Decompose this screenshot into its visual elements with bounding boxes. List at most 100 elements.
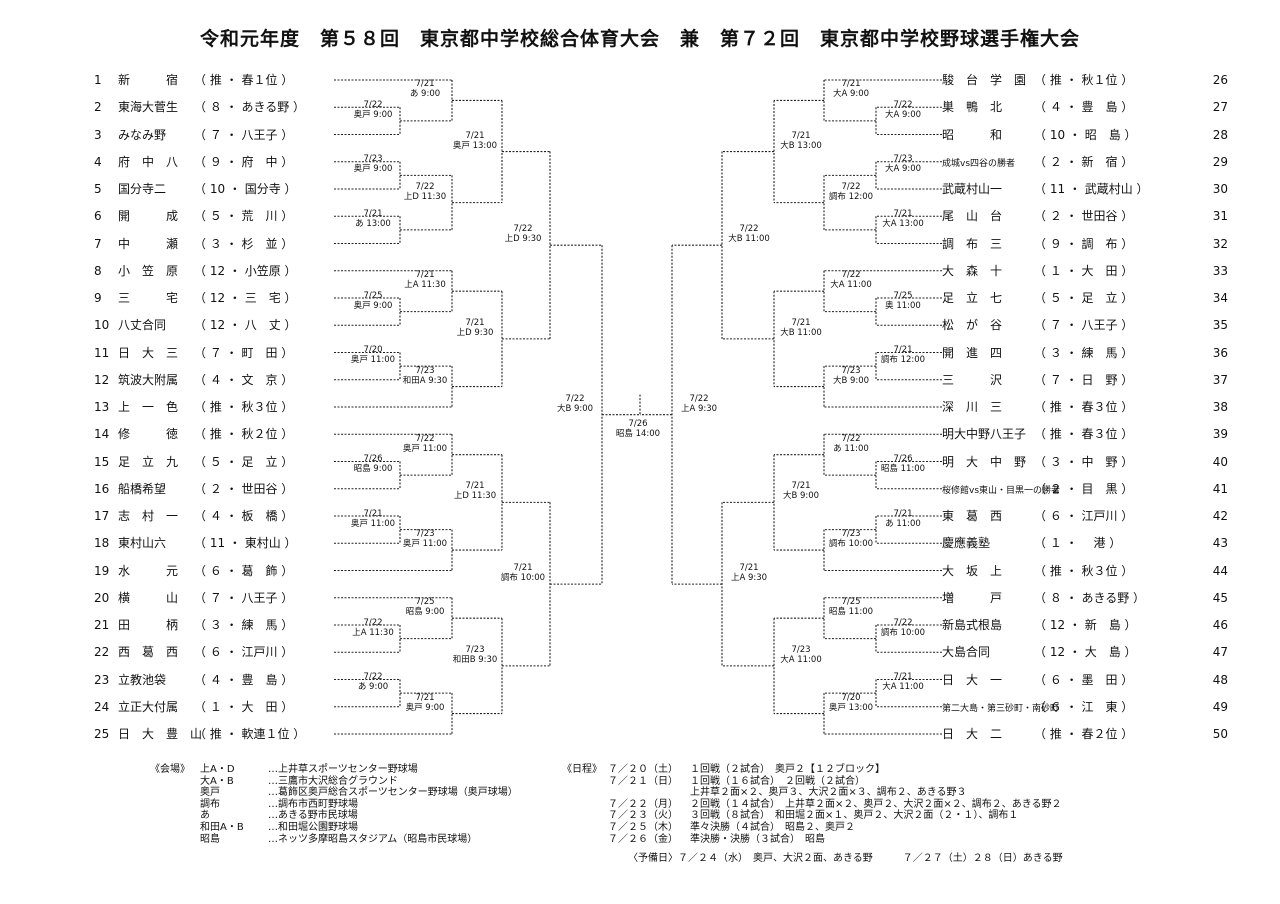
team-info: （ １ ・ 港 ） — [1034, 536, 1122, 551]
team-name: 開 成 — [118, 209, 179, 224]
team-info: （ ９ ・ 調 布 ） — [1034, 236, 1134, 251]
venue-list: 上A・D…上井草スポーツセンター野球場大A・B…三鷹市大沢総合グラウンド奥戸…葛… — [200, 764, 518, 845]
team-name: 筑波大附属 — [118, 372, 179, 387]
team-info: （ ４ ・ 文 京 ） — [194, 372, 294, 387]
team-name: 増 戸 — [942, 590, 1003, 605]
team-info: （ ２ ・ 世田谷 ） — [1034, 209, 1134, 224]
venue-item: 調布…調布市西町野球場 — [200, 798, 358, 810]
team-right-33: 大 森 十（ １ ・ 大 田 ）33 — [942, 263, 1228, 279]
team-left-12: 12 筑波大附属 （ ４ ・ 文 京 ） — [94, 372, 293, 388]
schedule-item: 上井草２面×２、奥戸３、大沢２面×３、調布２、あきる野３ — [690, 787, 967, 799]
team-right-48: 日 大 一（ ６ ・ 墨 田 ）48 — [942, 672, 1228, 688]
team-name: 船橋希望 — [118, 481, 167, 496]
team-right-44: 大 坂 上（ 推 ・ 秋３位 ）44 — [942, 563, 1228, 579]
team-number: 12 — [94, 372, 110, 387]
team-number: 4 — [94, 154, 102, 169]
team-name: 日 大 一 — [942, 672, 1003, 687]
team-info: （ ２ ・ 世田谷 ） — [194, 481, 294, 496]
team-name: 松 が 谷 — [942, 318, 1003, 333]
team-name: 大島合同 — [942, 645, 991, 660]
team-number: 31 — [1212, 209, 1228, 224]
team-number: 42 — [1212, 509, 1228, 523]
team-name: 新 宿 — [118, 73, 179, 87]
team-number: 5 — [94, 182, 102, 196]
team-right-29: 成城vs四谷の勝者（ ２ ・ 新 宿 ）29 — [942, 154, 1228, 170]
team-info: （ 推 ・ 秋３位 ） — [1034, 563, 1134, 578]
team-name: 小 笠 原 — [118, 263, 179, 278]
team-info: （ 推 ・ 軟連１位 ） — [194, 727, 306, 741]
team-number: 27 — [1212, 100, 1228, 115]
team-name: 水 元 — [118, 563, 179, 578]
team-info: （ ５ ・ 荒 川 ） — [194, 209, 294, 224]
team-right-49: 第二大島・第三砂町・南砂町（ ６ ・ 江 東 ）49 — [942, 699, 1228, 715]
team-number: 38 — [1212, 400, 1228, 414]
venue-item: 上A・D…上井草スポーツセンター野球場 — [200, 764, 418, 775]
team-number: 20 — [94, 590, 110, 605]
schedule-item: ７／２６（金）準決勝・決勝（３試合） 昭島 — [608, 833, 825, 845]
team-info: （ 11 ・ 東村山 ） — [194, 536, 297, 551]
team-name: 中 瀬 — [118, 236, 179, 251]
team-info: （ 推 ・ 春２位 ） — [1034, 727, 1134, 741]
team-number: 45 — [1212, 590, 1228, 605]
team-number: 40 — [1212, 454, 1228, 469]
team-name: 巣 鴨 北 — [942, 100, 1003, 115]
team-number: 16 — [94, 481, 110, 496]
team-right-37: 三 沢（ ７ ・ 日 野 ）37 — [942, 372, 1228, 388]
team-number: 21 — [94, 618, 110, 632]
team-name: 足 立 七 — [942, 291, 1003, 305]
team-name: 三 沢 — [942, 372, 1003, 387]
team-info: （ ３ ・ 中 野 ） — [1034, 454, 1134, 469]
team-name: 上 一 色 — [118, 400, 179, 414]
team-name: 志 村 一 — [118, 509, 179, 523]
team-info: （ 12 ・ 小笠原 ） — [194, 263, 297, 278]
team-number: 8 — [94, 263, 102, 278]
team-name: 東海大菅生 — [118, 100, 179, 115]
team-right-28: 昭 和（ 10 ・ 昭 島 ）28 — [942, 127, 1228, 143]
team-number: 35 — [1212, 318, 1228, 333]
team-name: 八丈合同 — [118, 318, 167, 333]
team-number: 9 — [94, 291, 102, 305]
team-right-35: 松 が 谷（ ７ ・ 八王子 ）35 — [942, 317, 1228, 333]
team-info: （ 推 ・ 春３位 ） — [1034, 400, 1134, 414]
team-info: （ ３ ・ 練 馬 ） — [194, 618, 294, 632]
team-number: 14 — [94, 427, 110, 442]
schedule-item: ７／２３（火）３回戦（８試合） 和田堀２面×１、奥戸２、大沢２面（２・１）、調布… — [608, 810, 1019, 822]
team-number: 26 — [1212, 73, 1228, 87]
team-name: 横 山 — [118, 590, 179, 605]
team-info: （ ８ ・ あきる野 ） — [194, 100, 306, 115]
team-right-27: 巣 鴨 北 （ ４ ・ 豊 島 ） 27 — [942, 99, 1228, 115]
team-number: 25 — [94, 727, 110, 741]
team-info: （ ４ ・ 豊 島 ） — [1034, 100, 1134, 115]
team-info: （ ５ ・ 足 立 ） — [1034, 291, 1134, 305]
team-name: 西 葛 西 — [118, 645, 179, 660]
team-name: 足 立 九 — [118, 454, 179, 469]
team-info: （ ９ ・ 府 中 ） — [194, 154, 294, 169]
team-number: 50 — [1212, 727, 1228, 741]
team-left-8: 8 小 笠 原 （ 12 ・ 小笠原 ） — [94, 263, 297, 279]
